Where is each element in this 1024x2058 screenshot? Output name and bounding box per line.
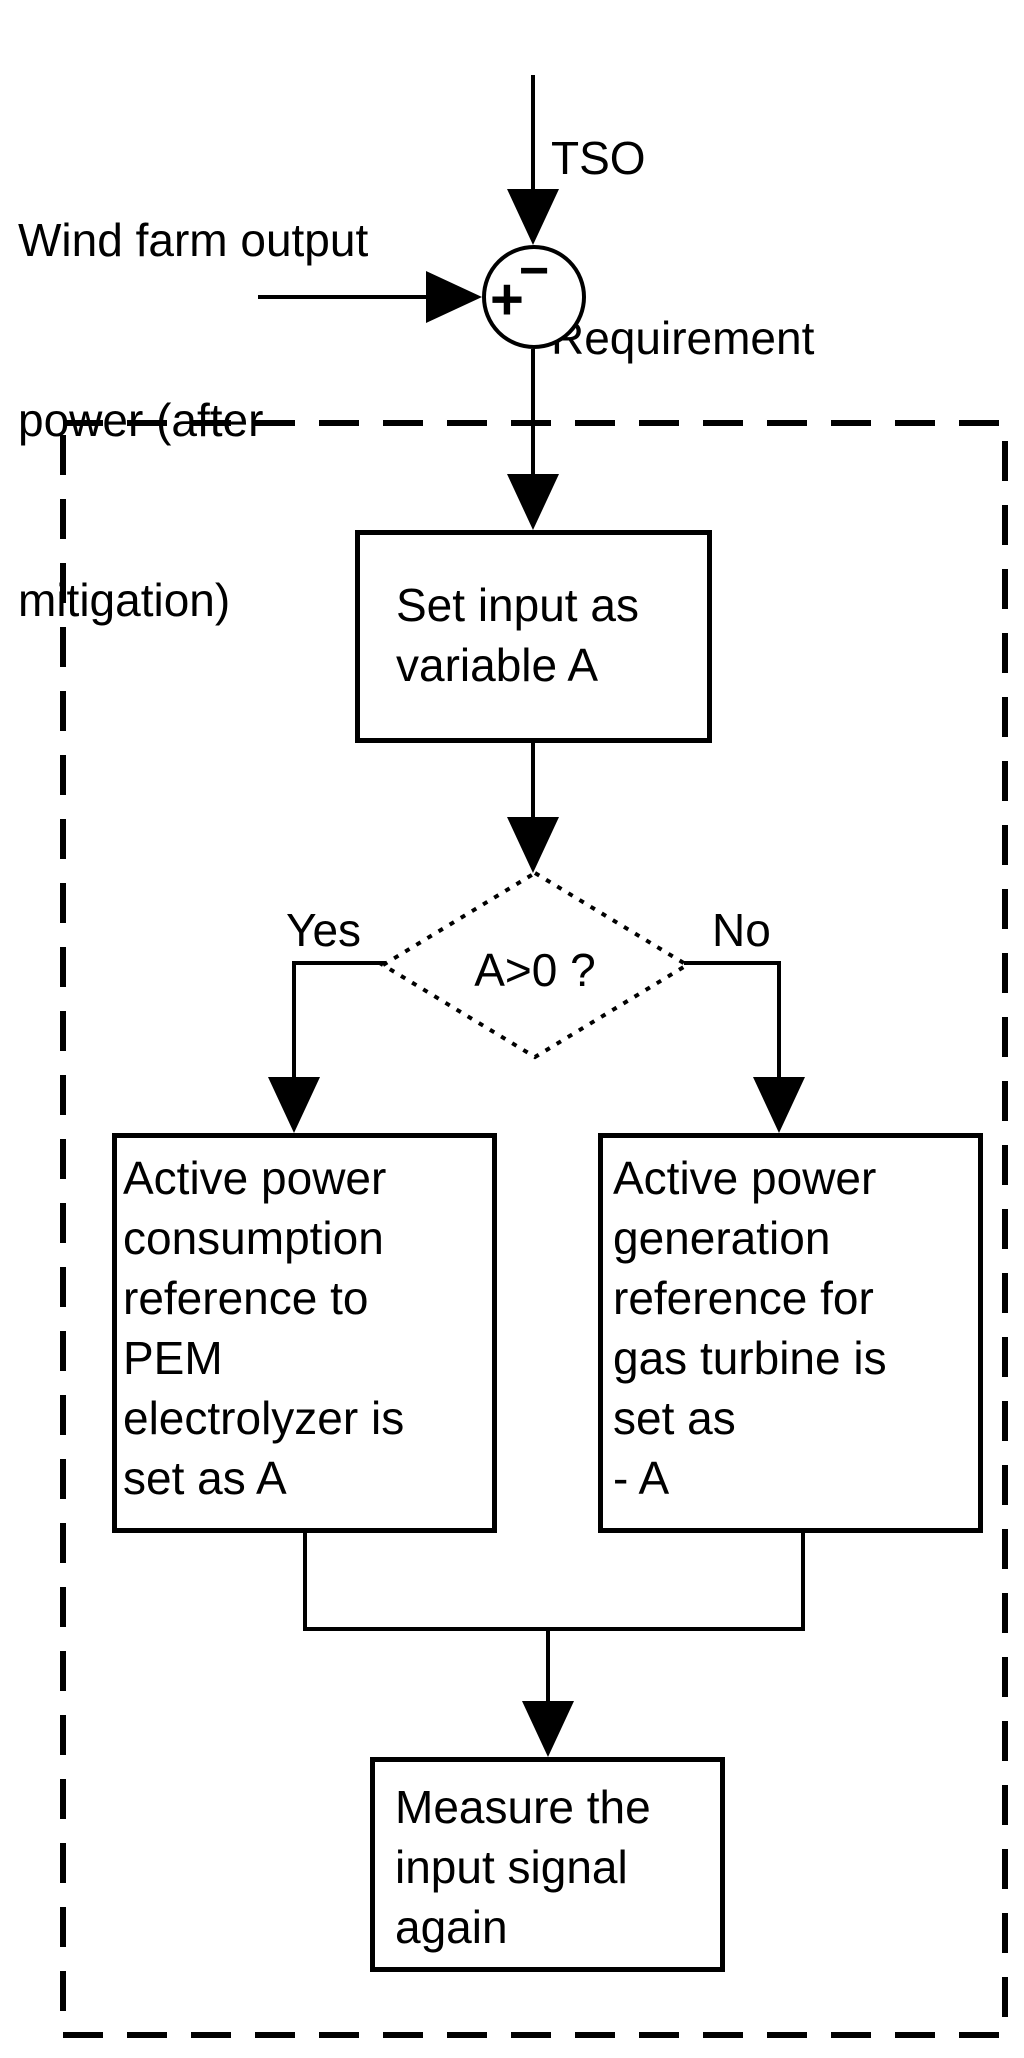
flow-line-pem-drop [303, 1533, 307, 1631]
pem-line2: consumption [123, 1212, 384, 1264]
sum-junction: − + [482, 245, 586, 349]
gas-line6: - A [613, 1452, 670, 1504]
pem-line3: reference to [123, 1272, 369, 1324]
label-tso-requirement: TSO Requirement [551, 8, 814, 488]
sum-minus-sign: − [519, 242, 550, 300]
flow-line-yes-horizontal [294, 961, 386, 965]
gas-line2: generation [613, 1212, 831, 1264]
pem-line4: PEM [123, 1332, 223, 1384]
set-input-line1: Set input as [396, 579, 639, 631]
arrowhead-wind-to-sum [426, 271, 482, 323]
arrowhead-set-input-to-decision [507, 817, 559, 873]
flow-line-set-input-to-decision [531, 743, 535, 821]
sum-plus-sign: + [490, 267, 524, 332]
decision-a-gt-0-label: A>0 ? [474, 944, 596, 996]
measure-line2: input signal [395, 1841, 628, 1893]
flow-line-no-horizontal [684, 961, 779, 965]
process-set-input-box: Set input as variable A [355, 530, 712, 743]
process-gas-turbine-box: Active power generation reference for ga… [598, 1133, 983, 1533]
label-yes: Yes [286, 904, 362, 956]
decision-a-gt-0-diamond [379, 870, 691, 1060]
label-tso-line2: Requirement [551, 312, 815, 364]
gas-line1: Active power [613, 1152, 877, 1204]
arrowhead-no-to-gas [753, 1077, 805, 1133]
flow-line-merge-bar [303, 1627, 805, 1631]
process-measure-input-box: Measure the input signal again [370, 1757, 725, 1972]
flow-line-sum-to-set-input [531, 349, 535, 475]
label-tso-line1: TSO [551, 132, 646, 184]
gas-line4: gas turbine is [613, 1332, 887, 1384]
gas-line5: set as [613, 1392, 736, 1444]
pem-line6: set as A [123, 1452, 287, 1504]
pem-line5: electrolyzer is [123, 1392, 405, 1444]
measure-line1: Measure the [395, 1781, 651, 1833]
arrowhead-tso-to-sum [507, 189, 559, 245]
arrowhead-sum-to-set-input [507, 474, 559, 530]
set-input-line2: variable A [396, 639, 599, 691]
gas-line3: reference for [613, 1272, 874, 1324]
label-wind-line1: Wind farm output [18, 214, 369, 266]
flow-line-yes-vertical [292, 961, 296, 1079]
pem-line1: Active power [123, 1152, 387, 1204]
measure-line3: again [395, 1901, 508, 1953]
flow-line-wind-to-sum [258, 295, 428, 299]
label-wind-line3: mitigation) [18, 574, 231, 626]
flow-line-merge-to-measure [546, 1631, 550, 1703]
arrowhead-merge-to-measure [522, 1701, 574, 1757]
process-pem-electrolyzer-box: Active power consumption reference to PE… [112, 1133, 497, 1533]
arrowhead-yes-to-pem [268, 1077, 320, 1133]
flow-line-tso-to-sum [531, 75, 535, 190]
control-loop-boundary [60, 420, 1008, 2038]
flow-line-no-vertical [777, 961, 781, 1079]
flow-line-gas-drop [801, 1533, 805, 1631]
label-no: No [712, 904, 771, 956]
